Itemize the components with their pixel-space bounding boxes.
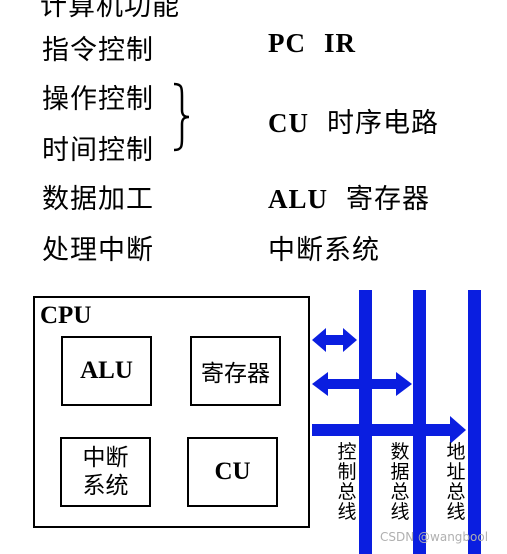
part-interrupt-system: 中断系统 <box>268 235 380 266</box>
control-bus-line <box>359 290 372 554</box>
alu-unit-label: ALU <box>80 357 133 384</box>
watermark-text: CSDN @wangbool <box>380 530 489 544</box>
part-pc: PC <box>268 28 306 58</box>
address-bus-single-arrow <box>312 416 466 444</box>
cu-unit: CU <box>187 437 278 507</box>
function-instruction-control: 指令控制 <box>42 35 154 66</box>
cu-unit-label: CU <box>214 458 251 485</box>
interrupt-unit-label-line2: 系统 <box>82 473 129 499</box>
data-bus-double-arrow <box>312 372 412 396</box>
part-timing-circuit: 时序电路 <box>327 108 439 139</box>
curly-brace-icon <box>173 82 190 152</box>
part-ir: IR <box>324 28 357 58</box>
function-interrupt-handling: 处理中断 <box>42 235 154 266</box>
control-bus-label: 控制总线 <box>337 441 357 523</box>
parts-data-processing: ALU 寄存器 <box>268 177 430 216</box>
register-unit-label: 寄存器 <box>201 361 270 387</box>
function-operation-control: 操作控制 <box>42 84 154 115</box>
data-bus-line <box>413 290 426 554</box>
data-bus-label: 数据总线 <box>390 441 410 523</box>
part-cu: CU <box>268 108 309 138</box>
parts-operation-time-control: CU 时序电路 <box>268 101 439 140</box>
partial-heading: 计算机功能 <box>40 0 180 22</box>
function-time-control: 时间控制 <box>42 135 154 166</box>
address-bus-label: 地址总线 <box>446 441 466 523</box>
cpu-label: CPU <box>40 302 92 329</box>
function-data-processing: 数据加工 <box>42 184 154 215</box>
alu-unit: ALU <box>61 336 152 406</box>
part-alu: ALU <box>268 184 329 214</box>
parts-instruction-control: PC IR <box>268 28 356 59</box>
address-bus-line <box>468 290 481 554</box>
parts-interrupt-handling: 中断系统 <box>268 228 380 267</box>
register-unit: 寄存器 <box>190 336 281 406</box>
control-bus-double-arrow <box>312 328 357 352</box>
cpu-box <box>33 296 310 528</box>
interrupt-system-unit: 中断 系统 <box>60 437 151 507</box>
interrupt-unit-label-line1: 中断 <box>82 445 129 471</box>
part-registers: 寄存器 <box>346 184 431 215</box>
